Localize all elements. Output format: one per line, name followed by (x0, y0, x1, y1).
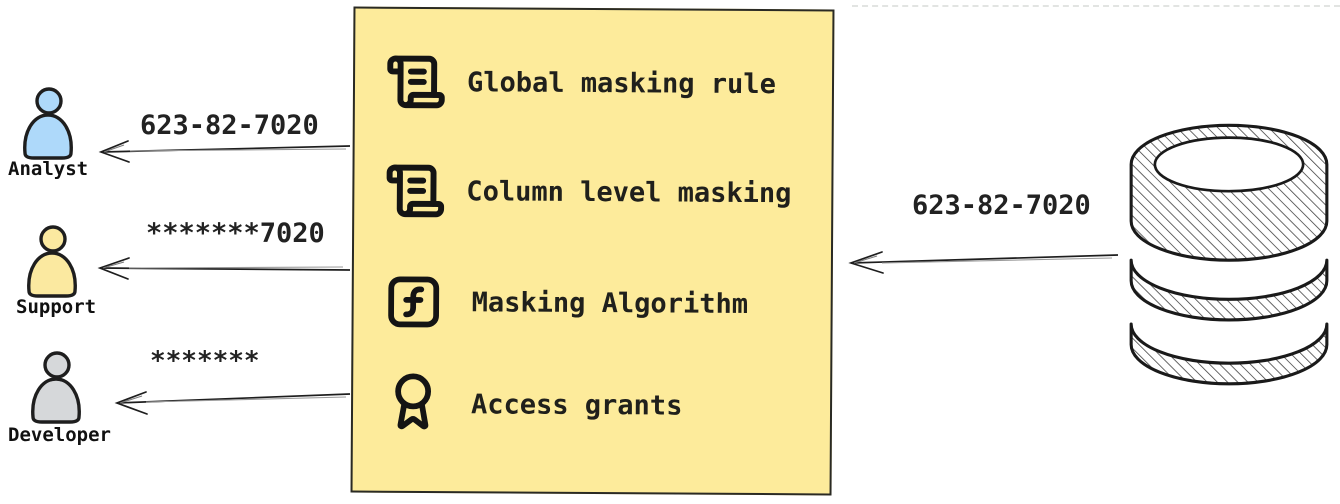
box-row-access-grants: Access grants (383, 371, 683, 439)
award-icon (395, 373, 432, 430)
analyst-arrow-value: 623-82-7020 (140, 110, 319, 141)
developer-person-icon (31, 351, 81, 424)
box-row-global-masking-rule: Global masking rule (385, 49, 776, 117)
global-masking-rule-label: Global masking rule (466, 66, 776, 100)
column-level-masking-label: Column level masking (466, 175, 792, 209)
masking-rules-box: Global masking rule Column level masking… (350, 6, 835, 496)
support-person-icon (27, 225, 77, 298)
access-grants-label: Access grants (470, 388, 683, 422)
box-row-masking-algorithm: Masking Algorithm (383, 269, 748, 337)
developer-arrow-value: ******* (150, 346, 260, 376)
support-label: Support (16, 296, 97, 318)
arrow-database-to-box (848, 251, 1119, 274)
function-square-icon (388, 276, 440, 328)
support-arrow-value: *******7020 (146, 218, 325, 249)
developer-label: Developer (8, 424, 111, 446)
scroll-text-icon (387, 55, 445, 109)
analyst-person-icon (23, 87, 73, 160)
scroll-text-icon (386, 164, 445, 218)
top-dashed-line (852, 5, 1340, 7)
masking-algorithm-label: Masking Algorithm (471, 286, 749, 320)
database-arrow-value: 623-82-7020 (912, 190, 1091, 221)
arrow-to-analyst (98, 140, 351, 163)
arrow-to-developer (114, 391, 351, 415)
database-icon (1129, 123, 1329, 386)
arrow-to-support (97, 257, 351, 280)
analyst-label: Analyst (8, 158, 89, 180)
box-row-column-level-masking: Column level masking (384, 158, 792, 226)
